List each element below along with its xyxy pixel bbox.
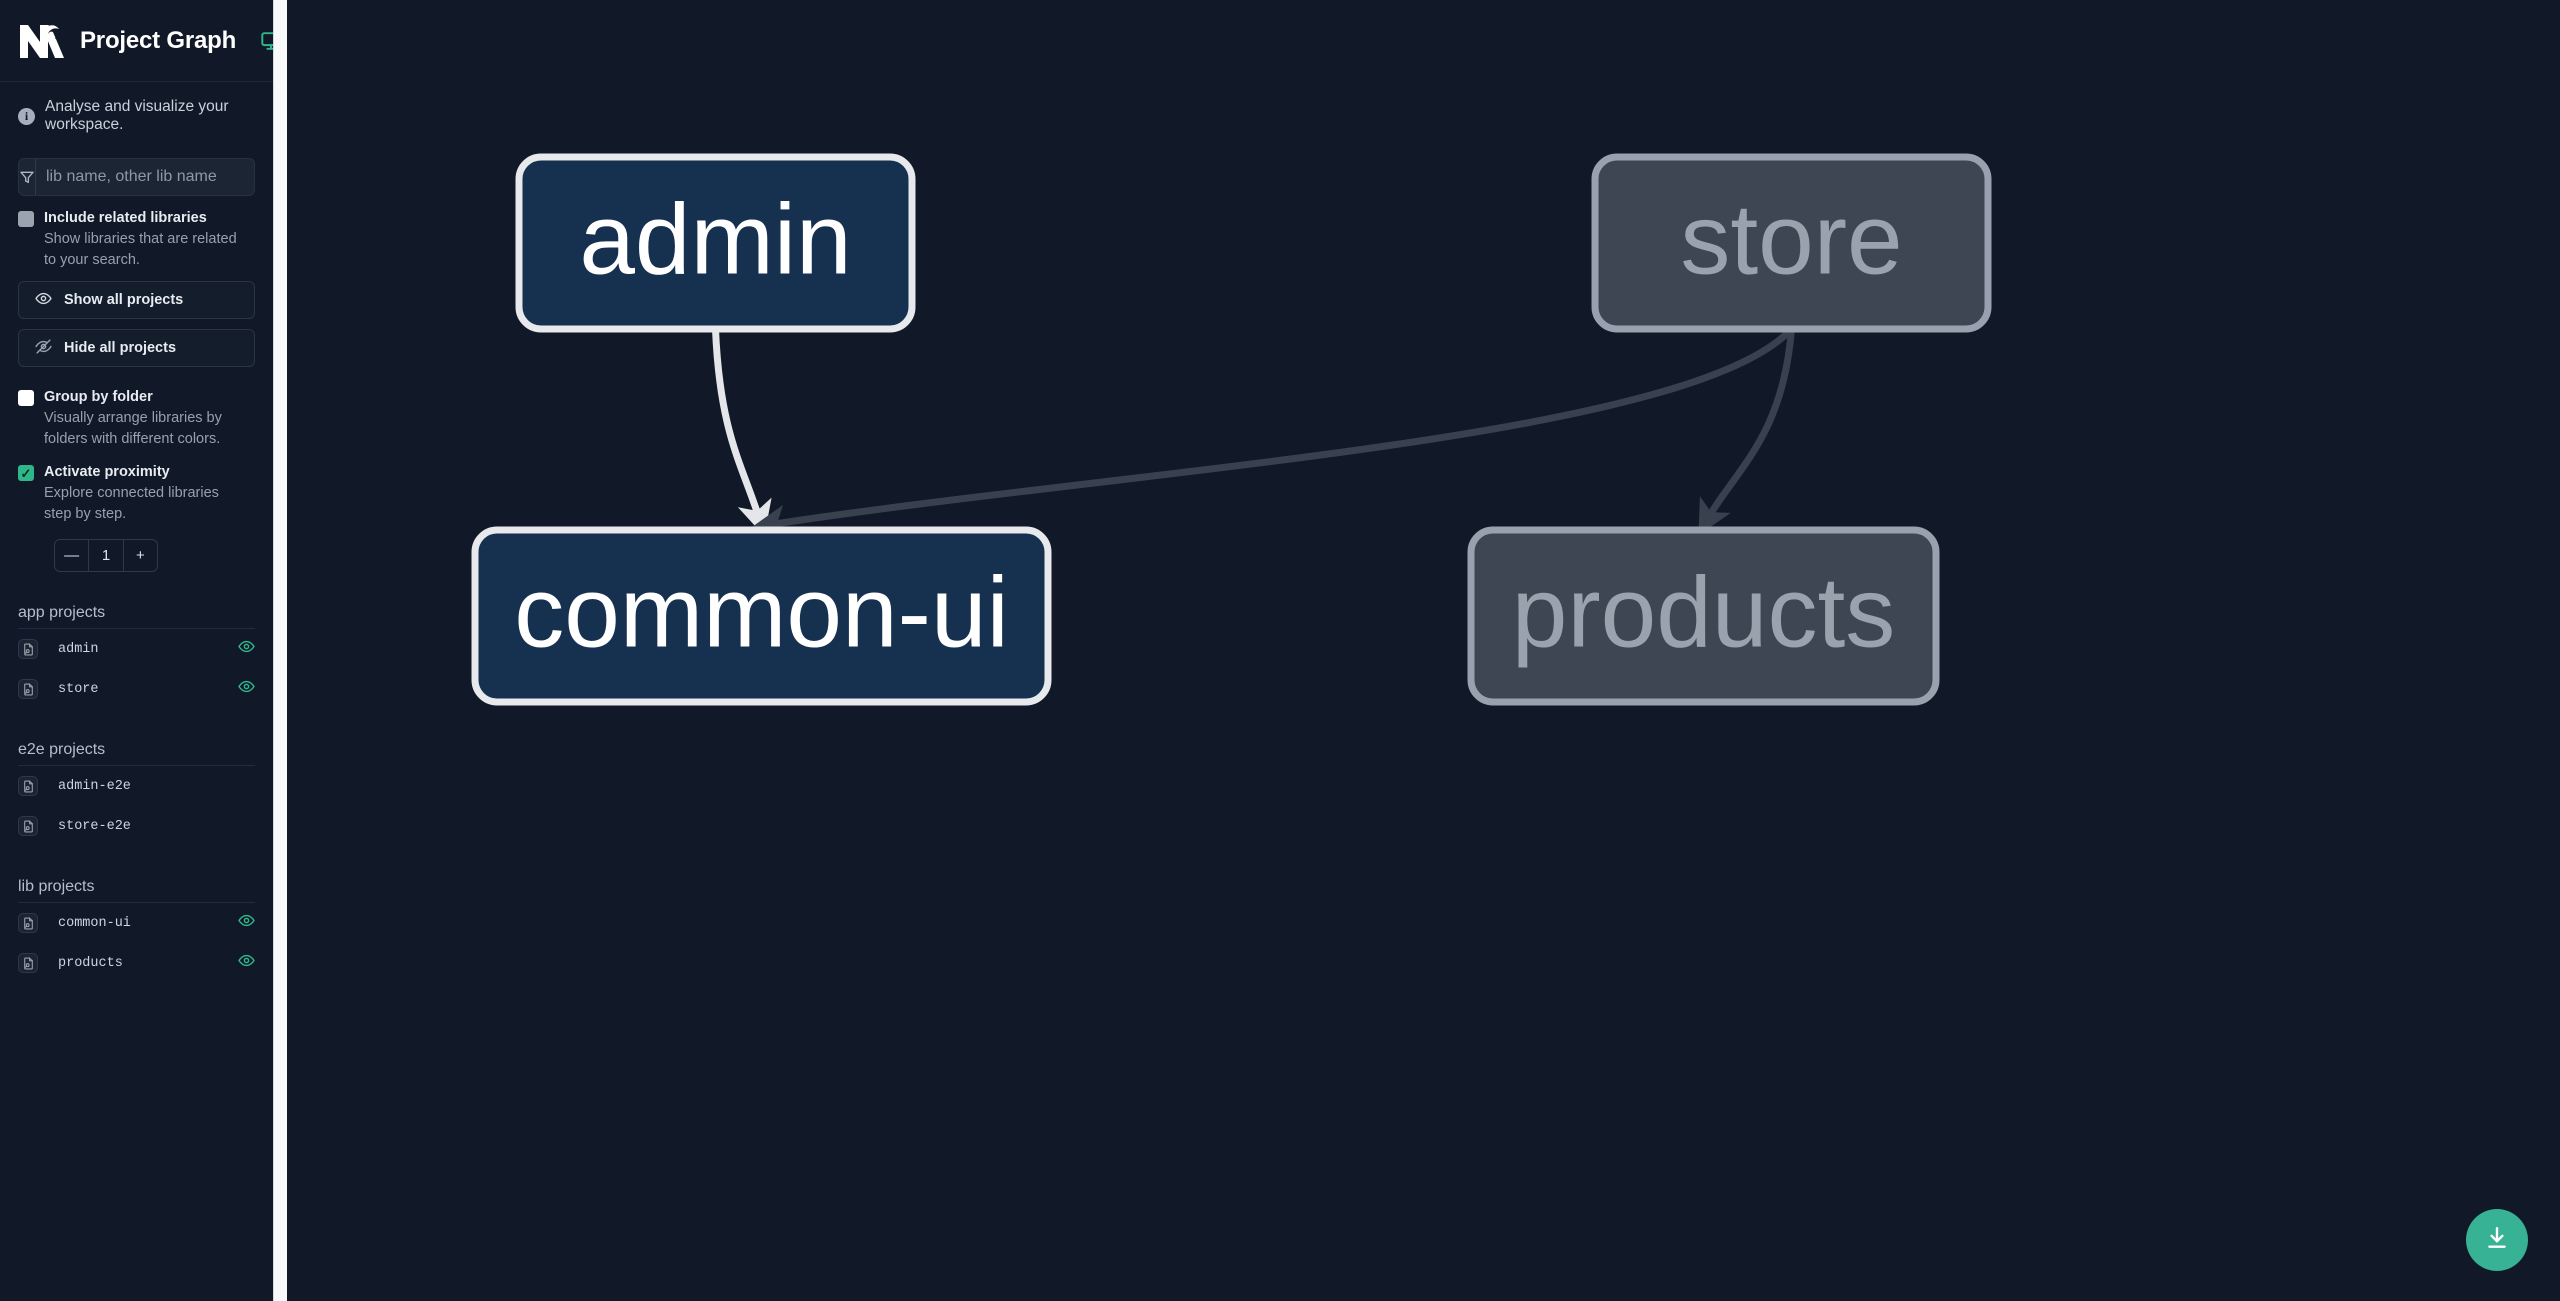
project-file-icon (18, 913, 38, 934)
option-description: Explore connected libraries step by step… (44, 485, 219, 523)
tagline-text: Analyse and visualize your workspace. (45, 98, 229, 133)
sidebar-header: Project Graph (0, 0, 273, 82)
project-label: store (58, 681, 99, 697)
project-file-icon (18, 679, 38, 700)
nx-logo-icon (18, 20, 66, 62)
option-title: Group by folder (44, 389, 153, 406)
project-row-common-ui[interactable]: common-ui (18, 903, 255, 943)
activate-proximity-checkbox[interactable]: ✓ (18, 465, 34, 482)
project-file-icon (18, 816, 38, 837)
download-icon (2484, 1225, 2510, 1256)
group-by-folder-checkbox[interactable] (18, 390, 34, 407)
graph-node-box[interactable] (1591, 153, 1992, 333)
project-visibility-toggle[interactable] (238, 678, 255, 700)
option-group-by-folder[interactable]: Group by folder Visually arrange librari… (0, 367, 273, 450)
graph-node-box[interactable] (471, 526, 1052, 706)
eye-off-icon (35, 338, 52, 359)
graph-node-admin[interactable]: admin (515, 153, 916, 333)
project-file-icon (18, 639, 38, 660)
option-title: Include related libraries (44, 210, 207, 226)
info-icon: i (18, 107, 35, 125)
search-input[interactable] (36, 159, 254, 195)
hide-all-projects-label: Hide all projects (64, 340, 177, 357)
sidebar-scrollbar[interactable] (274, 0, 287, 1301)
option-activate-proximity[interactable]: ✓ Activate proximity Explore connected l… (0, 450, 273, 525)
check-icon: ✓ (20, 465, 32, 481)
graph-edge-admin-to-common-ui[interactable] (712, 325, 772, 537)
graph-node-label: admin (579, 183, 851, 295)
group-heading-e2e-projects: e2e projects (18, 733, 255, 767)
graph-node-store[interactable]: store (1591, 153, 1992, 333)
option-include-related-libraries[interactable]: Include related libraries Show libraries… (0, 196, 273, 271)
graph-node-common-ui[interactable]: common-ui (471, 526, 1052, 706)
option-title: Activate proximity (44, 464, 170, 481)
group-heading-app-projects: app projects (18, 596, 255, 630)
project-visibility-toggle[interactable] (238, 952, 255, 974)
option-description: Visually arrange libraries by folders wi… (44, 410, 222, 448)
option-description: Show libraries that are related to your … (44, 231, 237, 269)
hide-all-projects-button[interactable]: Hide all projects (18, 329, 255, 368)
group-heading-lib-projects: lib projects (18, 870, 255, 904)
project-label: products (58, 955, 123, 971)
eye-icon (35, 290, 52, 311)
download-graph-button[interactable] (2466, 1209, 2528, 1271)
show-all-projects-label: Show all projects (64, 292, 184, 309)
search-field[interactable] (18, 158, 255, 196)
project-file-icon (18, 953, 38, 974)
project-row-store[interactable]: store (18, 669, 255, 709)
monitor-icon[interactable] (260, 30, 273, 52)
graph-edge-store-to-products[interactable] (1698, 325, 1795, 536)
project-file-icon (18, 776, 38, 797)
graph-node-label: store (1680, 183, 1902, 295)
project-label: common-ui (58, 915, 131, 931)
graph-node-label: products (1512, 556, 1896, 668)
proximity-stepper[interactable]: — 1 + (54, 539, 158, 573)
proximity-decrement-button[interactable]: — (64, 547, 80, 565)
tagline: i Analyse and visualize your workspace. (0, 82, 273, 148)
project-label: admin (58, 641, 99, 657)
graph-node-label: common-ui (514, 556, 1009, 668)
project-graph-canvas[interactable]: admin store common-ui products (287, 0, 2560, 1301)
project-visibility-toggle[interactable] (238, 638, 255, 660)
graph-node-products[interactable]: products (1467, 526, 1940, 706)
project-label: store-e2e (58, 818, 131, 834)
show-all-projects-button[interactable]: Show all projects (18, 281, 255, 320)
proximity-increment-button[interactable]: + (122, 540, 157, 572)
project-row-admin[interactable]: admin (18, 629, 255, 669)
graph-node-box[interactable] (515, 153, 916, 333)
project-row-products[interactable]: products (18, 943, 255, 983)
proximity-value: 1 (88, 540, 122, 572)
filter-icon (19, 159, 36, 195)
project-row-store-e2e[interactable]: store-e2e (18, 806, 255, 846)
page-title: Project Graph (80, 26, 237, 54)
graph-node-box[interactable] (1467, 526, 1940, 706)
project-label: admin-e2e (58, 778, 131, 794)
project-visibility-toggle[interactable] (238, 912, 255, 934)
sidebar: Project Graph i Analyse and visualize yo… (0, 0, 274, 1301)
include-related-libraries-checkbox[interactable] (18, 211, 34, 227)
project-row-admin-e2e[interactable]: admin-e2e (18, 766, 255, 806)
graph-edge-store-to-common-ui[interactable] (751, 325, 1795, 540)
